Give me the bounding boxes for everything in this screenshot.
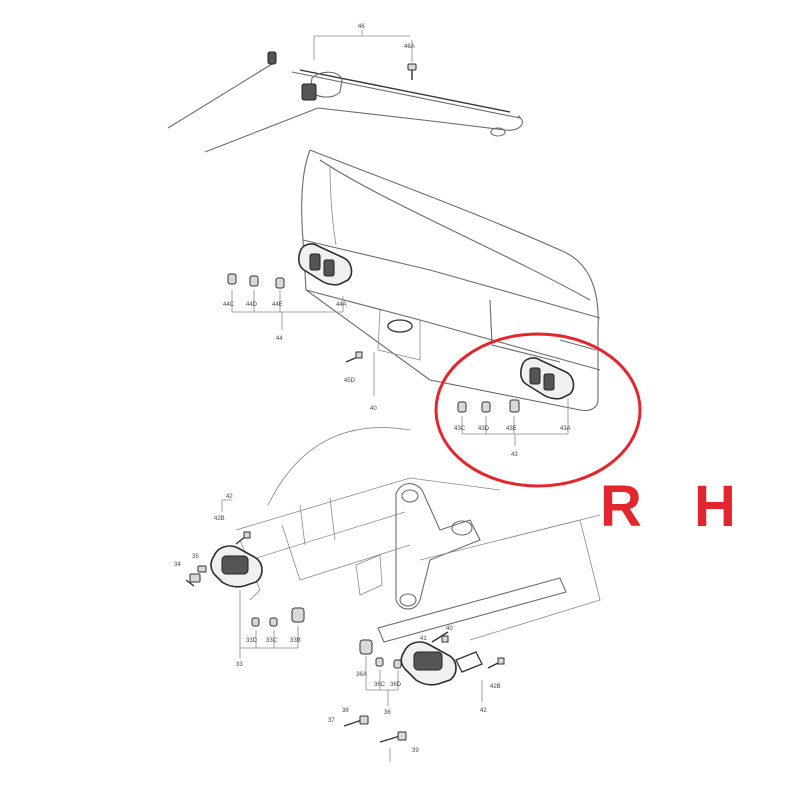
- callout-42b: 42B: [490, 684, 501, 690]
- callout-34: 34: [174, 562, 181, 568]
- callout-41: 41: [420, 636, 427, 642]
- rh-highlight-ring: [434, 332, 642, 488]
- callout-36C: 36C: [374, 682, 386, 688]
- callout-44E: 44E: [272, 302, 283, 308]
- screw-41-40: [431, 631, 449, 643]
- callout-40: 40: [370, 406, 377, 412]
- callout-46: 46: [358, 24, 365, 30]
- callout-36A: 36A: [356, 672, 367, 678]
- callout-35: 35: [192, 554, 199, 560]
- callout-43C: 43C: [454, 426, 466, 432]
- screws-37-38-39: [343, 715, 407, 762]
- bumper-housing: [301, 149, 601, 412]
- lamp-lower-left: [210, 545, 263, 588]
- callout-38: 38: [342, 708, 349, 714]
- lamp-right-housing: [520, 357, 575, 400]
- callout-42B: 42B: [214, 516, 225, 522]
- screw-42B-upper: [221, 499, 251, 545]
- callout-43: 43: [511, 452, 518, 458]
- callout-44C: 44C: [223, 302, 235, 308]
- callout-33C: 33C: [266, 638, 278, 644]
- callout-44: 44: [276, 336, 283, 342]
- callout-46A: 46A: [404, 44, 415, 50]
- screw-46A: [407, 40, 417, 80]
- callout-33D: 33D: [246, 638, 258, 644]
- callout-45D: 45D: [344, 378, 356, 384]
- callout-44D: 44D: [246, 302, 258, 308]
- callout-36D: 36D: [390, 682, 402, 688]
- top-connector: [267, 51, 317, 101]
- callout-42c: 42: [480, 708, 487, 714]
- lamp-left-housing: [298, 243, 353, 286]
- lower-frame: [235, 427, 601, 643]
- callout-33B: 33B: [290, 638, 301, 644]
- bulbs-44: [227, 273, 344, 330]
- side-label: R H: [600, 474, 754, 539]
- bulbs-36: [359, 639, 402, 706]
- bulbs-33: [239, 590, 305, 658]
- callout-40b: 40: [446, 626, 453, 632]
- screw-42B-lower: [481, 657, 505, 702]
- lamp-lower-right: [400, 641, 483, 686]
- callout-33: 33: [236, 662, 243, 668]
- callout-36: 36: [384, 710, 391, 716]
- callout-43A: 43A: [560, 426, 571, 432]
- screw-45D: [345, 351, 375, 396]
- callout-43E: 43E: [506, 426, 517, 432]
- callout-42: 42: [226, 494, 233, 500]
- callout-39: 39: [412, 748, 419, 754]
- callout-43D: 43D: [478, 426, 490, 432]
- leader-46: [313, 30, 410, 60]
- screws-34-35: [185, 565, 207, 587]
- callout-37: 37: [328, 718, 335, 724]
- upper-bracket: [167, 63, 523, 153]
- callout-44A: 44A: [336, 302, 347, 308]
- bulbs-43: [457, 398, 569, 446]
